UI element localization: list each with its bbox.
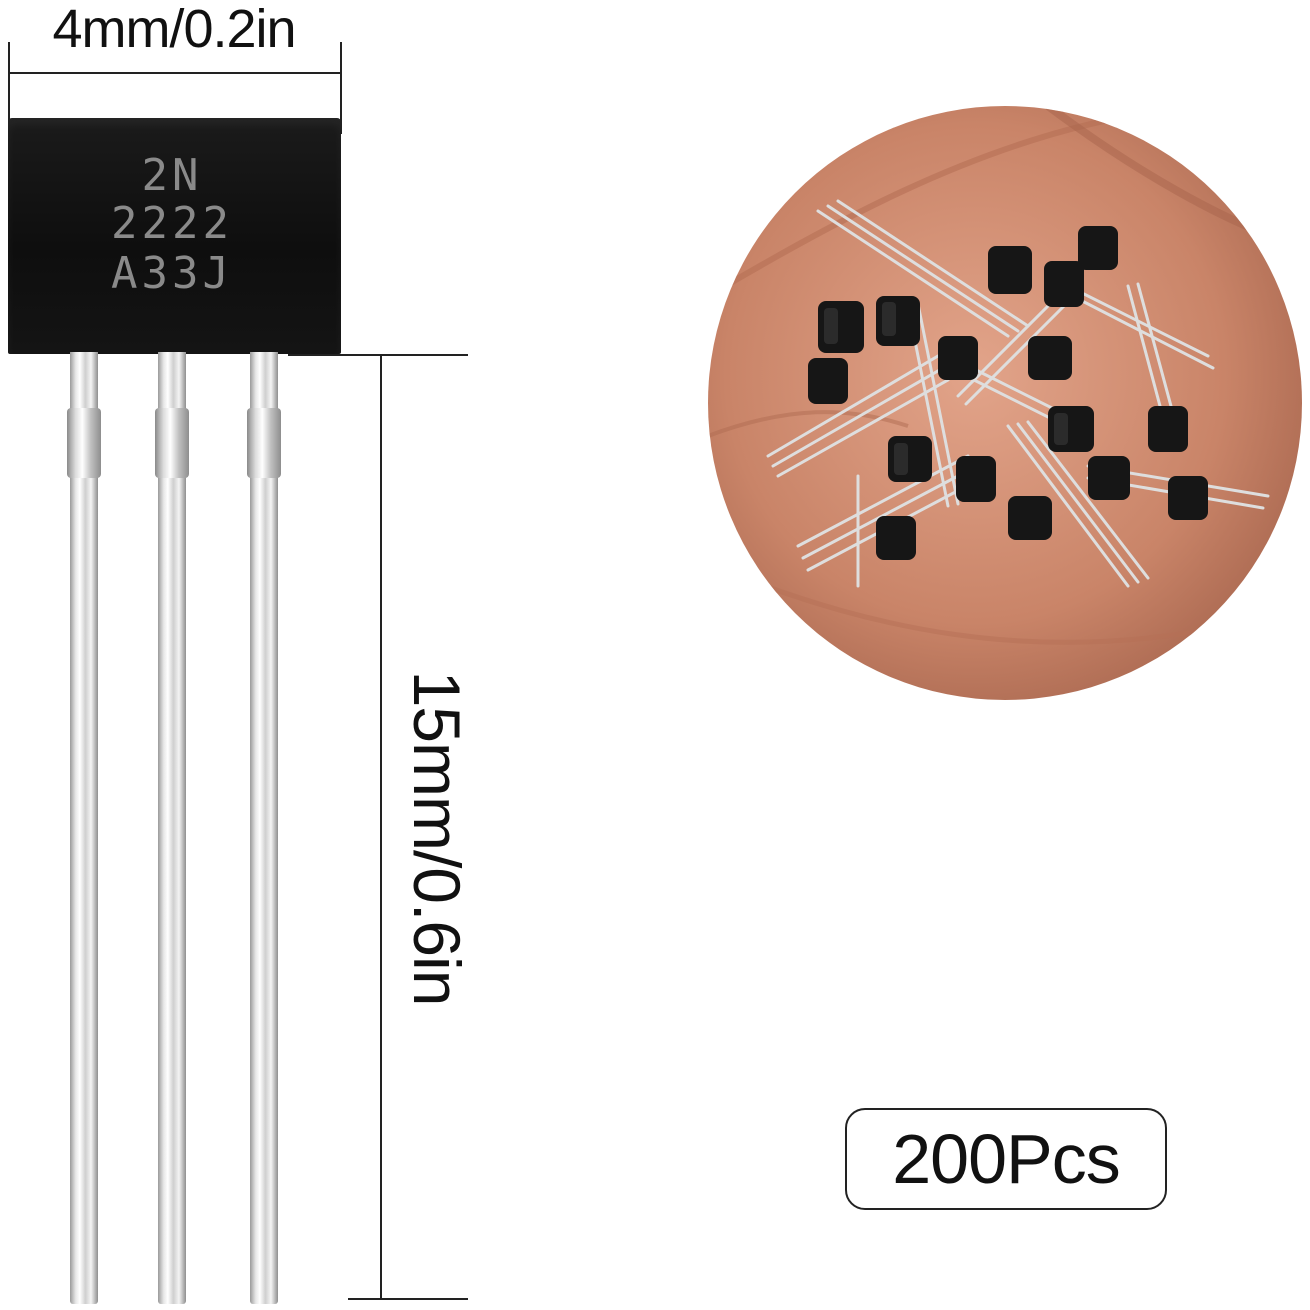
height-dim-bottom-tick <box>348 1298 468 1300</box>
transistor-body <box>8 118 341 354</box>
height-dimension-label: 15mm/0.6in <box>400 670 474 1006</box>
marking-line-1: 2N <box>141 150 203 201</box>
lead-base-bend <box>155 408 189 478</box>
height-dim-top-tick <box>288 354 468 356</box>
photo-illustration <box>708 106 1302 700</box>
lead-emitter <box>70 352 98 1304</box>
lead-base <box>158 352 186 1304</box>
marking-line-2: 2222 <box>111 198 233 249</box>
width-dimension-label: 4mm/0.2in <box>52 0 296 59</box>
width-dim-right-tick <box>340 42 342 134</box>
lead-collector-bend <box>247 408 281 478</box>
height-dim-line <box>380 354 382 1300</box>
product-photo <box>708 106 1302 700</box>
lead-emitter-bend <box>67 408 101 478</box>
width-dim-line <box>8 72 342 74</box>
lead-collector <box>250 352 278 1304</box>
quantity-badge: 200Pcs <box>845 1108 1167 1210</box>
width-dim-left-tick <box>8 42 10 134</box>
marking-line-3: A33J <box>111 248 233 299</box>
